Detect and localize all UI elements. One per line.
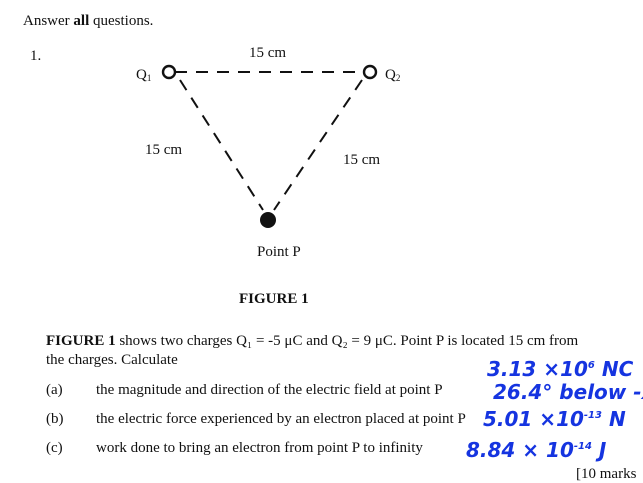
part-b-text: the electric force experienced by an ele… bbox=[96, 411, 466, 427]
problem-statement-line1: FIGURE 1 shows two charges Q₁ = -5 μC an… bbox=[46, 333, 578, 350]
hw-b-exponent: -13 bbox=[583, 410, 602, 421]
hw-b-mantissa: 5.01 ×10 bbox=[483, 407, 584, 431]
hw-c-mantissa: 8.84 × 10 bbox=[466, 438, 574, 462]
q1-label: Q1 bbox=[136, 67, 151, 87]
problem-statement-line2: the charges. Calculate bbox=[46, 352, 178, 368]
marks-label: [10 marks bbox=[576, 466, 637, 482]
q1-subscript: 1 bbox=[146, 73, 152, 83]
part-c-text: work done to bring an electron from poin… bbox=[96, 440, 423, 456]
hw-top-unit: NC bbox=[594, 357, 634, 381]
handwritten-answer-a: 26.4° below -x bbox=[493, 380, 643, 404]
q1-letter: Q bbox=[136, 67, 147, 83]
handwritten-field-magnitude: 3.13 ×106 NC bbox=[487, 355, 633, 380]
hw-b-unit: N bbox=[601, 407, 626, 431]
hw-c-unit: J bbox=[591, 438, 607, 462]
instruction-header: Answer all questions. bbox=[23, 13, 153, 30]
figure-reference: FIGURE 1 bbox=[46, 333, 116, 349]
question-number: 1. bbox=[30, 48, 42, 64]
hw-top-mantissa: 3.13 ×10 bbox=[487, 357, 588, 381]
hw-top-exponent: 6 bbox=[587, 360, 595, 371]
point-p-dot bbox=[260, 212, 276, 228]
left-distance-label: 15 cm bbox=[145, 142, 183, 158]
q2-letter: Q bbox=[385, 67, 396, 83]
left-dashed-line bbox=[179, 79, 264, 211]
figure-caption: FIGURE 1 bbox=[239, 291, 309, 307]
charge-q1-circle bbox=[161, 64, 177, 80]
instruction-prefix: Answer bbox=[23, 13, 74, 29]
handwritten-answer-c: 8.84 × 10-14 J bbox=[466, 436, 606, 461]
part-b-letter: (b) bbox=[46, 411, 64, 427]
right-dashed-line bbox=[273, 79, 363, 211]
point-p-label: Point P bbox=[257, 244, 301, 260]
hw-c-exponent: -14 bbox=[573, 441, 592, 452]
top-distance-label: 15 cm bbox=[249, 45, 287, 61]
statement-text: shows two charges Q₁ = -5 μC and Q₂ = 9 … bbox=[115, 333, 579, 349]
part-a-letter: (a) bbox=[46, 382, 63, 398]
handwritten-answer-b: 5.01 ×10-13 N bbox=[483, 405, 626, 430]
instruction-suffix: questions. bbox=[89, 13, 154, 29]
right-distance-label: 15 cm bbox=[343, 152, 381, 168]
q2-subscript: 2 bbox=[395, 73, 401, 83]
part-a-text: the magnitude and direction of the elect… bbox=[96, 382, 443, 398]
instruction-bold: all bbox=[73, 13, 90, 29]
q2-label: Q2 bbox=[385, 67, 400, 87]
part-c-letter: (c) bbox=[46, 440, 63, 456]
charge-q2-circle bbox=[362, 64, 378, 80]
